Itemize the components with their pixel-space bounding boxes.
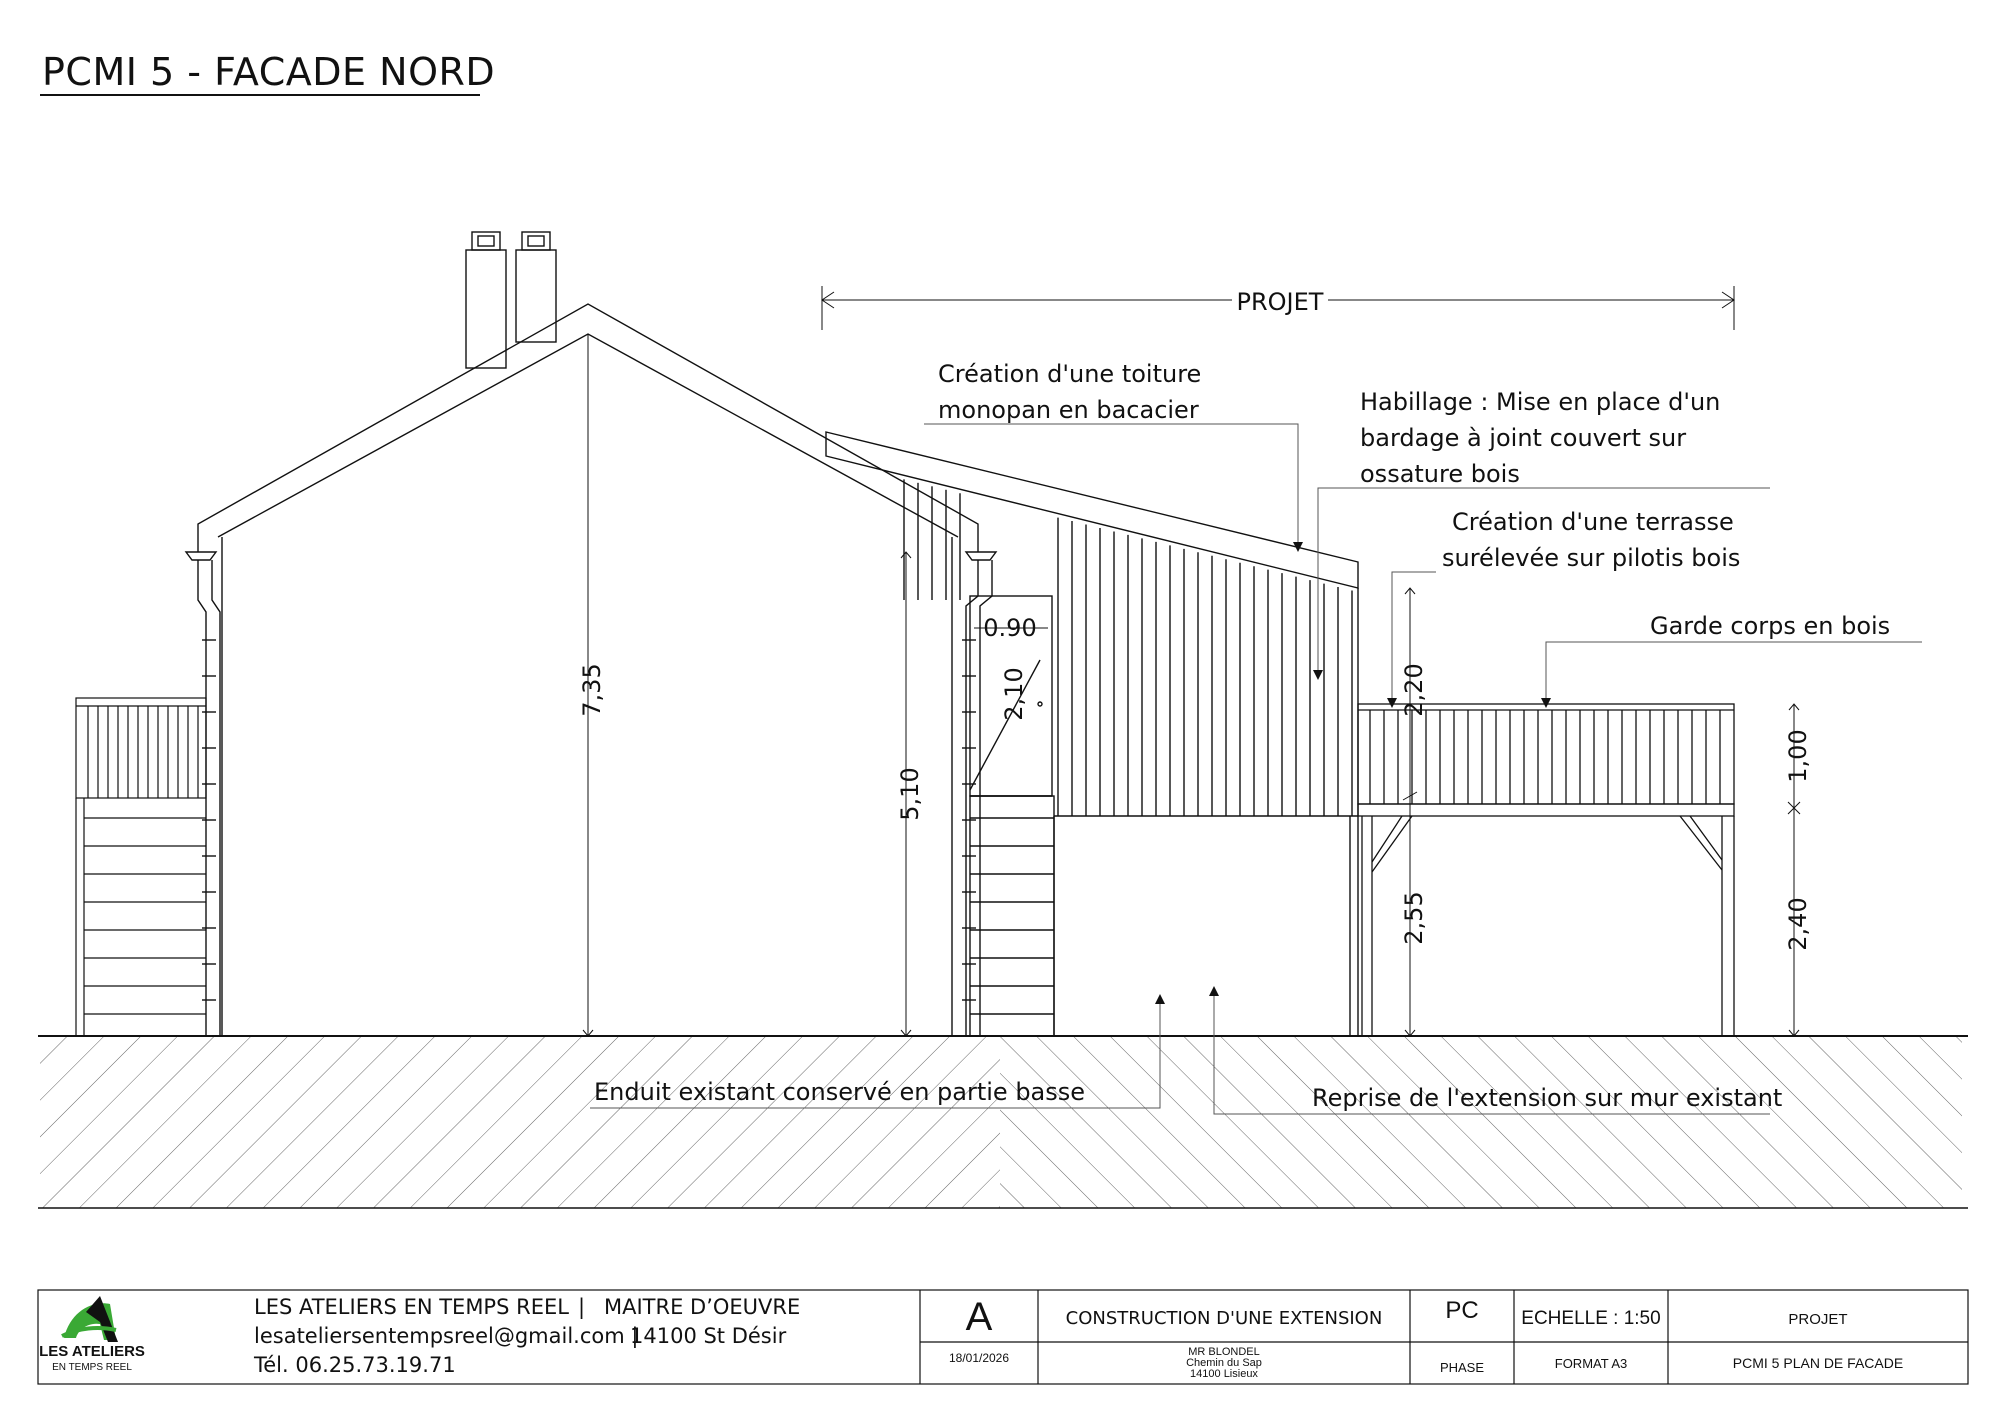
render-note: Enduit existant conservé en partie basse bbox=[594, 1078, 1085, 1106]
roof-note-line2: monopan en bacacier bbox=[938, 396, 1199, 424]
sheet-title: PCMI 5 - FACADE NORD bbox=[42, 50, 496, 94]
dim-eave-height: 5,10 bbox=[896, 767, 924, 820]
leader-lines bbox=[590, 423, 1922, 1115]
cladding-note-line3: ossature bois bbox=[1360, 460, 1520, 488]
dim-terrace-height: 2,55 bbox=[1400, 891, 1428, 944]
terrace bbox=[1357, 703, 1735, 1036]
status-label: PROJET bbox=[1788, 1311, 1847, 1328]
revision-date: 18/01/2026 bbox=[949, 1351, 1009, 1365]
title-separator: | bbox=[578, 1295, 585, 1320]
logo-text-line1: LES ATELIERS bbox=[39, 1343, 145, 1360]
dimension-lines bbox=[582, 286, 1801, 1037]
cladding-note-line1: Habillage : Mise en place d'un bbox=[1360, 388, 1720, 416]
format-label: FORMAT A3 bbox=[1555, 1356, 1627, 1371]
dim-door-height: 2,10 bbox=[1000, 667, 1028, 720]
ground bbox=[38, 1035, 1968, 1209]
scale-label: ECHELLE : 1:50 bbox=[1521, 1308, 1660, 1329]
client-name: MR BLONDEL bbox=[1188, 1346, 1260, 1358]
company-logo: LES ATELIERS EN TEMPS REEL bbox=[39, 1296, 145, 1373]
dim-railing-height: 1,00 bbox=[1784, 729, 1812, 782]
extension bbox=[825, 431, 1359, 1037]
client-street: Chemin du Sap bbox=[1186, 1357, 1262, 1369]
revision-letter: A bbox=[966, 1295, 993, 1339]
company-phone: Tél. 06.25.73.19.71 bbox=[253, 1353, 456, 1377]
roof-note-line1: Création d'une toiture bbox=[938, 360, 1201, 388]
railing-note: Garde corps en bois bbox=[1650, 612, 1890, 640]
company-email: lesateliersentempsreel@gmail.com | bbox=[254, 1324, 638, 1349]
phase-label: PHASE bbox=[1440, 1360, 1484, 1375]
company-name: LES ATELIERS EN TEMPS REEL bbox=[254, 1295, 569, 1319]
projet-extent-label: PROJET bbox=[1237, 288, 1324, 316]
sheet-name: PCMI 5 PLAN DE FACADE bbox=[1733, 1355, 1903, 1371]
company-role: MAITRE D’OEUVRE bbox=[604, 1295, 800, 1319]
dim-extension-height: 2,20 bbox=[1400, 663, 1428, 716]
dim-post-height: 2,40 bbox=[1784, 897, 1812, 950]
logo-text-line2: EN TEMPS REEL bbox=[52, 1362, 132, 1373]
sheet-title-underline bbox=[40, 94, 480, 96]
phase-code: PC bbox=[1445, 1297, 1478, 1324]
company-city: 14100 St Désir bbox=[630, 1324, 787, 1348]
title-block bbox=[37, 1289, 1969, 1385]
terrace-note-line2: surélevée sur pilotis bois bbox=[1442, 544, 1740, 572]
project-name: CONSTRUCTION D'UNE EXTENSION bbox=[1066, 1308, 1383, 1329]
existing-house bbox=[184, 231, 998, 1036]
left-balcony bbox=[75, 697, 207, 1036]
terrace-note-line1: Création d'une terrasse bbox=[1452, 508, 1734, 536]
client-city: 14100 Lisieux bbox=[1190, 1368, 1258, 1380]
dim-ridge-height: 7,35 bbox=[578, 663, 606, 716]
leader-arrowheads bbox=[1155, 542, 1551, 1004]
extension-note: Reprise de l'extension sur mur existant bbox=[1312, 1084, 1782, 1112]
cladding-note-line2: bardage à joint couvert sur bbox=[1360, 424, 1686, 452]
dim-door-width: 0.90 bbox=[983, 614, 1036, 642]
